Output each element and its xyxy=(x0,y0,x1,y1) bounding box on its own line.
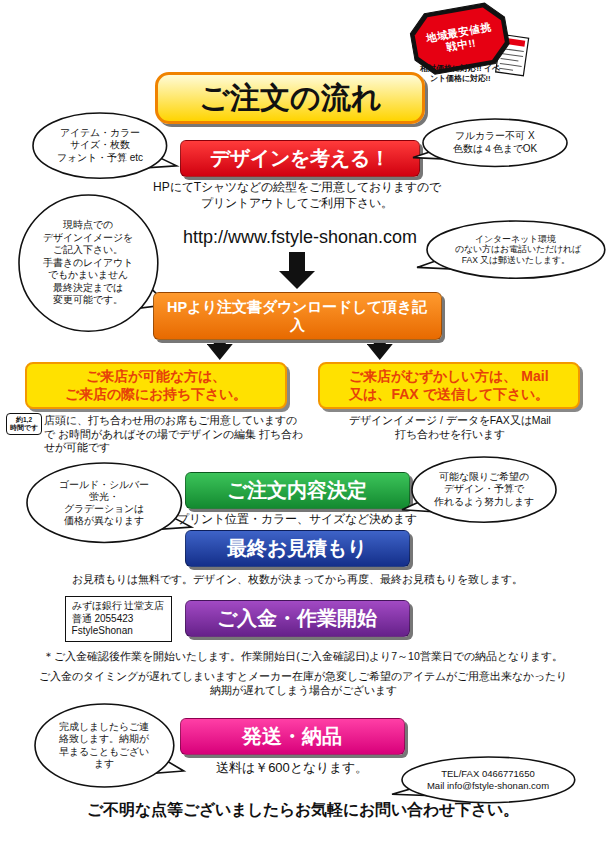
text-group: HPより注文書ダウンロードして頂き記入 xyxy=(165,298,430,334)
bubble-body xyxy=(412,457,556,522)
node-text: ご来店がむずかしい方は、 Mail 又は、FAX で送信して下さい。 xyxy=(330,368,568,403)
note-text: プリント位置・カラー、サイズなど決めます xyxy=(147,512,447,528)
node-text: ご注文内容決定 xyxy=(227,478,367,503)
node-text: デザインを考える！ xyxy=(210,146,390,171)
bubble-body xyxy=(427,221,605,278)
text-group: 最終お見積もり xyxy=(227,536,367,561)
time-badge: 約1,2 時間です xyxy=(6,413,42,435)
flow-arrow xyxy=(214,342,226,344)
bubble-body xyxy=(402,757,575,803)
text-group: TEL/FAX 0466771650Mail info@fstyle-shona… xyxy=(427,768,549,792)
node-text: フルカラー不可 X 色数は４色までOK xyxy=(445,130,545,155)
node-text: ゴールド・シルバー 蛍光・グラデーションは 価格が異なります xyxy=(50,479,158,527)
bank-box: みずほ銀行 辻堂支店普通 2055423FstyleShonan xyxy=(65,596,172,642)
node-text: アイテム・カラー サイズ・枚数 フォント・予算 etc xyxy=(54,127,146,165)
bubble-body xyxy=(27,463,181,542)
text-group: 完成しましたらご連絡致します。納期が早まることもございます xyxy=(56,721,152,771)
note-text: HPにてTシャツなどの絵型をご用意しておりますので プリントアウトしてご利用下さ… xyxy=(137,180,457,211)
text-group: ご来店が可能な方は、 ご来店の際にお持ち下さい。 xyxy=(37,368,275,403)
note-text: ご入金のタイミングが遅れてしまいますとメーカー在庫が急変しご希望のアイテムがご用… xyxy=(18,670,588,697)
text-group: ゴールド・シルバー 蛍光・グラデーションは 価格が異なります xyxy=(50,479,158,527)
bubble-body xyxy=(35,704,174,787)
note-text: http://www.fstyle-shonan.com xyxy=(120,226,480,249)
step-box: 発送・納品 xyxy=(180,718,405,755)
speech-bubble: フルカラー不可 X 色数は４色までOK xyxy=(422,118,568,168)
node-text: 最終お見積もり xyxy=(227,536,367,561)
node-text: みずほ銀行 辻堂支店 xyxy=(72,600,165,613)
note-label-box: 店頭に、打ち合わせ用のお席もご用意していますので お時間があればその場でデザイン… xyxy=(44,414,306,455)
note-text: 送料は￥600となります。 xyxy=(192,760,392,777)
node-text: 現時点での デザインイメージを ご記入下さい。 手書きのレイアウト でもかまいま… xyxy=(40,219,136,307)
text-group: ご注文の流れ xyxy=(199,79,382,117)
node-text: 発送・納品 xyxy=(242,724,342,749)
node-text: 可能な限りご希望の デザイン・予算で 作れるよう努力します xyxy=(434,471,534,509)
note-label-box: ご不明な点等ございましたらお気軽にお問い合わせ下さい。 xyxy=(53,800,553,821)
step-box: ご入金・作業開始 xyxy=(185,600,410,637)
text-group: ご入金・作業開始 xyxy=(217,606,377,631)
node-text: HPより注文書ダウンロードして頂き記入 xyxy=(165,298,430,334)
step-box: デザインを考える！ xyxy=(180,140,420,177)
speech-bubble: ゴールド・シルバー 蛍光・グラデーションは 価格が異なります xyxy=(26,462,182,543)
text-group: アイテム・カラー サイズ・枚数 フォント・予算 etc xyxy=(54,127,146,165)
text-group: ご注文内容決定 xyxy=(227,478,367,503)
note-label-box: プリント位置・カラー、サイズなど決めます xyxy=(147,512,447,528)
text-group: みずほ銀行 辻堂支店普通 2055423FstyleShonan xyxy=(72,600,165,638)
note-label-box: 相対価格に対応!! イベント価格に対応!! xyxy=(420,64,500,84)
note-text: ご不明な点等ございましたらお気軽にお問い合わせ下さい。 xyxy=(53,800,553,821)
node-text: ご入金・作業開始 xyxy=(217,606,377,631)
text-group: インターネット環境 のない方はお電話いただければ FAX 又は郵送いたします。 xyxy=(455,234,577,266)
note-label-box: HPにてTシャツなどの絵型をご用意しておりますので プリントアウトしてご利用下さ… xyxy=(137,180,457,211)
step-box: HPより注文書ダウンロードして頂き記入 xyxy=(153,292,442,340)
step-box: 最終お見積もり xyxy=(185,530,410,567)
heading-box: ご注文の流れ xyxy=(155,72,425,124)
speech-bubble: 可能な限りご希望の デザイン・予算で 作れるよう努力します xyxy=(411,456,557,523)
note-label-box: ご入金のタイミングが遅れてしまいますとメーカー在庫が急変しご希望のアイテムがご用… xyxy=(18,670,588,697)
note-text: お見積もりは無料です。デザイン、枚数が決まってから再度、最終お見積もりを致します… xyxy=(47,572,547,586)
node-text: 普通 2055423 xyxy=(72,613,165,626)
down-arrow xyxy=(279,252,315,289)
node-text: ご来店が可能な方は、 ご来店の際にお持ち下さい。 xyxy=(37,368,275,403)
note-label-box: お見積もりは無料です。デザイン、枚数が決まってから再度、最終お見積もりを致します… xyxy=(47,572,547,586)
node-text: 約1,2 時間です xyxy=(10,416,38,432)
note-text: 店頭に、打ち合わせ用のお席もご用意していますので お時間があればその場でデザイン… xyxy=(44,414,306,455)
step-box: ご注文内容決定 xyxy=(185,472,410,509)
note-label-box: デザインイメージ / データをFAX又はMail 打ち合わせを行います xyxy=(335,414,565,441)
bubble-body xyxy=(423,119,567,167)
note-label-box: ＊ご入金確認後作業を開始いたします。作業開始日(ご入金確認日)より7～10営業日… xyxy=(18,650,588,664)
text-group: ご来店がむずかしい方は、 Mail 又は、FAX で送信して下さい。 xyxy=(330,368,568,403)
node-text: インターネット環境 のない方はお電話いただければ FAX 又は郵送いたします。 xyxy=(455,234,577,266)
speech-bubble: アイテム・カラー サイズ・枚数 フォント・予算 etc xyxy=(32,112,168,179)
text-group: 約1,2 時間です xyxy=(10,416,38,432)
node-text: TEL/FAX 0466771650 xyxy=(427,768,549,780)
node-text: FstyleShonan xyxy=(72,625,165,638)
bubble-body xyxy=(33,113,167,178)
speech-bubble: インターネット環境 のない方はお電話いただければ FAX 又は郵送いたします。 xyxy=(426,220,606,279)
note-text: ＊ご入金確認後作業を開始いたします。作業開始日(ご入金確認日)より7～10営業日… xyxy=(18,650,588,664)
bubble-body xyxy=(19,195,158,331)
note-text: 相対価格に対応!! イベント価格に対応!! xyxy=(420,64,500,84)
badge-face xyxy=(412,5,507,73)
speech-bubble: 完成しましたらご連絡致します。納期が早まることもございます xyxy=(34,703,175,788)
note-label-box: 送料は￥600となります。 xyxy=(192,760,392,777)
option-box: ご来店が可能な方は、 ご来店の際にお持ち下さい。 xyxy=(25,362,287,409)
node-text: Mail info@fstyle-shonan.com xyxy=(427,780,549,792)
text-group: 可能な限りご希望の デザイン・予算で 作れるよう努力します xyxy=(434,471,534,509)
option-box: ご来店がむずかしい方は、 Mail 又は、FAX で送信して下さい。 xyxy=(318,362,580,409)
node-text: ご注文の流れ xyxy=(199,79,382,117)
speech-bubble: 現時点での デザインイメージを ご記入下さい。 手書きのレイアウト でもかまいま… xyxy=(18,194,159,332)
text-group: デザインを考える！ xyxy=(210,146,390,171)
text-group: 発送・納品 xyxy=(242,724,342,749)
flow-arrow xyxy=(374,342,386,344)
text-group: フルカラー不可 X 色数は４色までOK xyxy=(445,130,545,155)
note-label-box: http://www.fstyle-shonan.com xyxy=(120,226,480,249)
note-text: デザインイメージ / データをFAX又はMail 打ち合わせを行います xyxy=(335,414,565,441)
speech-bubble: TEL/FAX 0466771650Mail info@fstyle-shona… xyxy=(401,756,576,804)
node-text: 完成しましたらご連絡致します。納期が早まることもございます xyxy=(56,721,152,771)
text-group: 現時点での デザインイメージを ご記入下さい。 手書きのレイアウト でもかまいま… xyxy=(40,219,136,307)
